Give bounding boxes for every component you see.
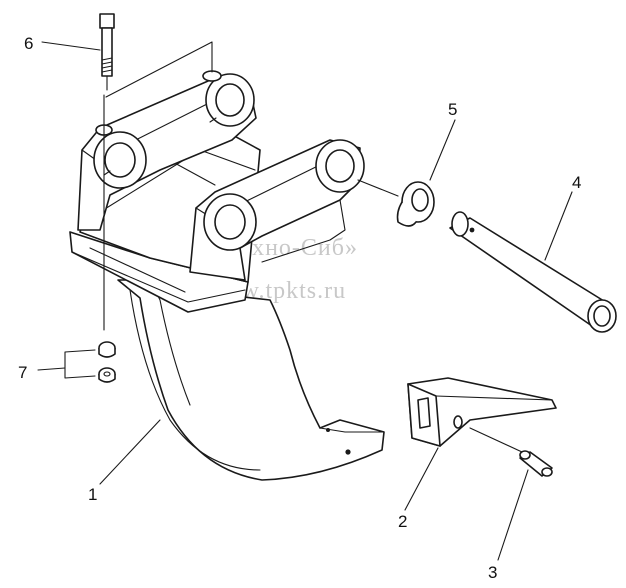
leader-lines <box>37 41 573 561</box>
mounting-bracket <box>69 70 365 313</box>
callout-3: 3 <box>488 563 497 582</box>
pin <box>449 211 617 333</box>
ripper-shank <box>117 279 385 481</box>
callout-7: 7 <box>18 363 27 382</box>
tooth <box>407 377 557 447</box>
callout-4: 4 <box>572 173 581 192</box>
bolt <box>99 13 115 331</box>
bushing <box>357 179 435 227</box>
callout-5: 5 <box>448 100 457 119</box>
tooth-pin <box>469 427 553 477</box>
nut-and-washer <box>64 341 116 383</box>
bolt-axis-line <box>105 41 213 98</box>
callout-6: 6 <box>24 34 33 53</box>
callout-2: 2 <box>398 512 407 531</box>
callout-1: 1 <box>88 485 97 504</box>
